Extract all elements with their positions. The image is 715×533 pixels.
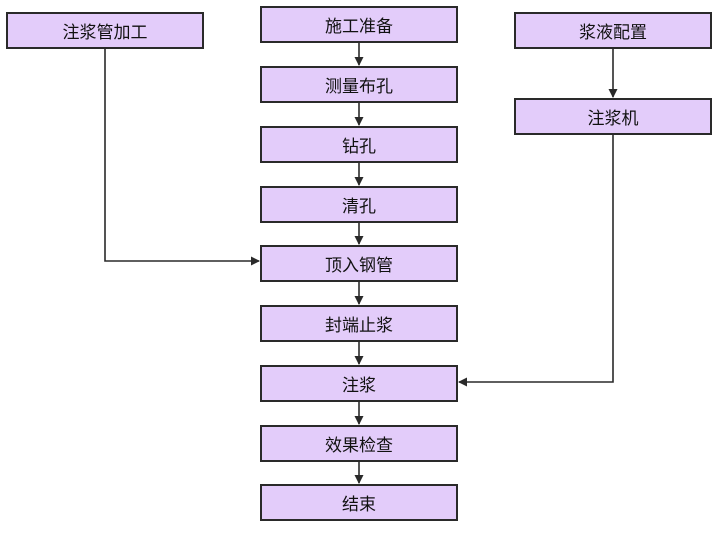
step-clean-hole: 清孔 <box>260 186 458 223</box>
step-grouting-machine: 注浆机 <box>514 98 712 135</box>
step-prepare: 施工准备 <box>260 6 458 43</box>
step-survey-holes: 测量布孔 <box>260 66 458 103</box>
step-inspection: 效果检查 <box>260 425 458 462</box>
step-jack-pipe: 顶入钢管 <box>260 245 458 282</box>
step-seal-end: 封端止浆 <box>260 305 458 342</box>
step-end: 结束 <box>260 484 458 521</box>
arrow-machine-to-grouting <box>458 135 614 387</box>
step-drill: 钻孔 <box>260 126 458 163</box>
arrow-pipe-fabrication-to-jack <box>104 49 260 266</box>
step-grouting: 注浆 <box>260 365 458 402</box>
step-grout-pipe-fabrication: 注浆管加工 <box>6 12 204 49</box>
step-slurry-preparation: 浆液配置 <box>514 12 712 49</box>
